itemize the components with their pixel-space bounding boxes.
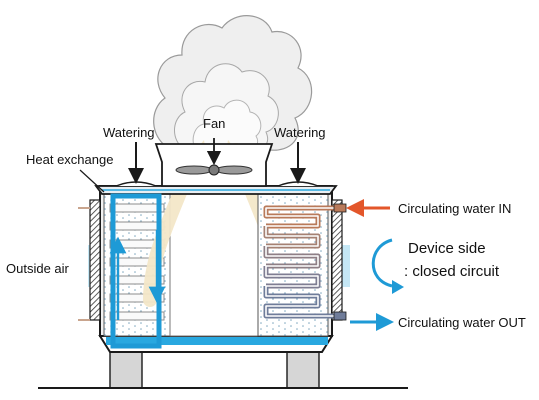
heat-exchange-pointer [79, 169, 105, 193]
closed-circuit-label: : closed circuit [404, 263, 500, 280]
outlet-pipe-stub [333, 311, 347, 321]
water-distributor-right [277, 181, 319, 187]
watering-right-label: Watering [274, 125, 326, 140]
device-side-label: Device side [408, 240, 486, 257]
internal-water-circuit [110, 193, 162, 349]
outside-air-label: Outside air [6, 261, 69, 276]
water-out-label: Circulating water OUT [398, 315, 526, 330]
right-leg [286, 351, 320, 389]
closed-circuit-loop-icon [371, 238, 393, 288]
left-pipe-stubs [78, 207, 90, 321]
fan-label: Fan [203, 116, 226, 131]
right-louver [331, 199, 343, 321]
heat-exchange-label: Heat exchange [26, 152, 114, 167]
basin-water [106, 337, 328, 345]
left-louver [89, 199, 101, 321]
inlet-pipe-stub [333, 203, 347, 213]
water-in-label: Circulating water IN [398, 201, 512, 216]
water-distributor-left [115, 181, 157, 187]
watering-left-label: Watering [103, 125, 155, 140]
vapor-plume [153, 15, 313, 151]
center-plenum [169, 193, 259, 337]
left-leg [109, 351, 143, 389]
fan-icon [175, 164, 253, 176]
closed-circuit-arrowhead [392, 280, 404, 294]
coil-inner [265, 207, 340, 317]
